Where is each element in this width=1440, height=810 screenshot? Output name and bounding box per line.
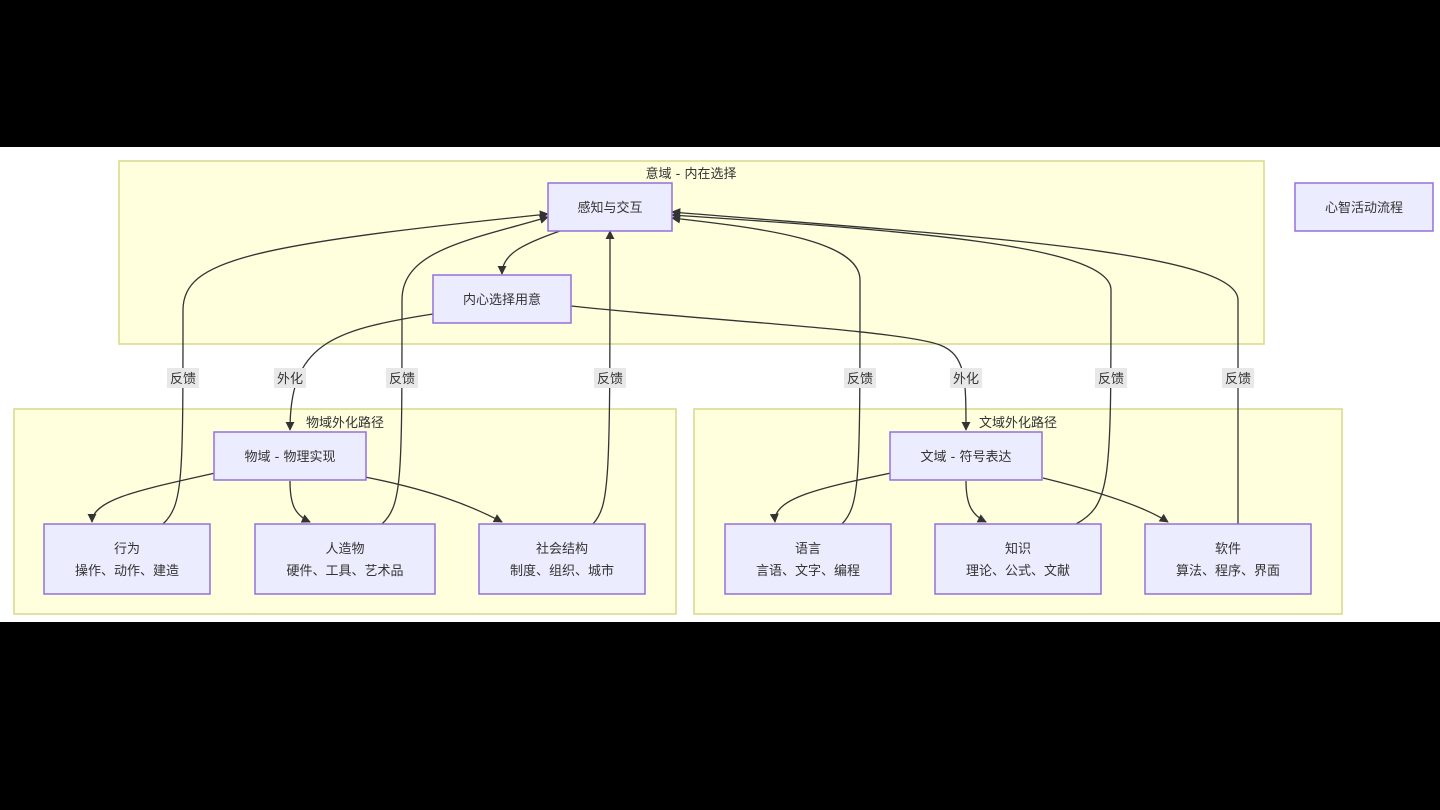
svg-text:感知与交互: 感知与交互 — [577, 200, 642, 216]
node-knowledge-title: 知识 — [1005, 541, 1031, 557]
svg-text:物域 - 物理实现: 物域 - 物理实现 — [245, 450, 336, 465]
node-software: 软件 算法、程序、界面 — [1144, 523, 1312, 595]
node-artifact: 人造物 硬件、工具、艺术品 — [254, 523, 436, 595]
node-behavior: 行为 操作、动作、建造 — [43, 523, 211, 595]
node-perceive: 感知与交互 — [547, 182, 673, 232]
edge-choose-physical — [285, 313, 434, 431]
label-feedback-software: 反馈 — [1222, 368, 1254, 388]
svg-text:反馈: 反馈 — [170, 372, 196, 387]
svg-text:反馈: 反馈 — [1225, 372, 1251, 387]
svg-text:内心选择用意: 内心选择用意 — [463, 292, 541, 308]
svg-text:反馈: 反馈 — [389, 372, 415, 387]
edge-behavior-feedback — [162, 210, 549, 525]
label-feedback-behavior: 反馈 — [167, 368, 199, 388]
node-legend: 心智活动流程 — [1294, 182, 1434, 232]
cluster-text-title: 文域外化路径 — [979, 415, 1057, 431]
edge-language-feedback — [671, 214, 861, 525]
svg-text:反馈: 反馈 — [847, 372, 873, 387]
edge-symbolic-language — [769, 472, 892, 523]
node-knowledge-detail: 理论、公式、文献 — [966, 564, 1070, 579]
label-feedback-language: 反馈 — [844, 368, 876, 388]
edge-physical-social — [364, 476, 503, 523]
node-behavior-title: 行为 — [114, 542, 140, 557]
node-software-detail: 算法、程序、界面 — [1176, 564, 1280, 579]
label-feedback-knowledge: 反馈 — [1095, 368, 1127, 388]
svg-text:外化: 外化 — [277, 372, 303, 387]
edge-social-feedback — [592, 230, 615, 525]
node-language-title: 语言 — [795, 542, 821, 557]
cluster-physical-title: 物域外化路径 — [306, 415, 384, 431]
svg-text:反馈: 反馈 — [1098, 372, 1124, 387]
edge-symbolic-knowledge — [965, 480, 987, 523]
node-social-detail: 制度、组织、城市 — [510, 563, 614, 579]
cluster-intent-title: 意域 - 内在选择 — [646, 166, 737, 182]
label-feedback-artifact: 反馈 — [386, 368, 418, 388]
node-physical-realize: 物域 - 物理实现 — [213, 431, 367, 481]
edge-software-feedback — [671, 208, 1239, 524]
node-behavior-detail: 操作、动作、建造 — [75, 563, 179, 579]
svg-text:文域 - 符号表达: 文域 - 符号表达 — [921, 449, 1012, 465]
svg-text:心智活动流程: 心智活动流程 — [1325, 201, 1403, 216]
cluster-intent: 意域 - 内在选择 — [118, 160, 1265, 345]
svg-text:反馈: 反馈 — [597, 372, 623, 387]
node-social-title: 社会结构 — [536, 541, 588, 557]
edge-labels: 反馈 外化 反馈 反馈 反馈 外化 反馈 反馈 — [167, 368, 1254, 388]
node-symbolic: 文域 - 符号表达 — [889, 431, 1043, 481]
edge-physical-behavior — [87, 472, 216, 523]
label-externalize-symbolic: 外化 — [950, 368, 982, 388]
node-knowledge: 知识 理论、公式、文献 — [934, 523, 1102, 595]
edge-knowledge-feedback — [671, 210, 1112, 525]
node-language: 语言 言语、文字、编程 — [724, 523, 892, 595]
node-social: 社会结构 制度、组织、城市 — [478, 523, 646, 595]
node-language-detail: 言语、文字、编程 — [756, 564, 860, 579]
node-choose: 内心选择用意 — [432, 274, 572, 324]
node-software-title: 软件 — [1215, 542, 1241, 557]
edge-symbolic-software — [1042, 477, 1169, 523]
svg-text:外化: 外化 — [953, 372, 979, 387]
edges — [87, 208, 1239, 525]
node-artifact-detail: 硬件、工具、艺术品 — [286, 564, 403, 579]
edge-physical-artifact — [289, 480, 311, 523]
edge-artifact-feedback — [381, 214, 549, 525]
label-externalize-physical: 外化 — [274, 368, 306, 388]
edge-perceive-choose — [497, 230, 561, 275]
label-feedback-social: 反馈 — [594, 368, 626, 388]
node-artifact-title: 人造物 — [325, 542, 364, 557]
